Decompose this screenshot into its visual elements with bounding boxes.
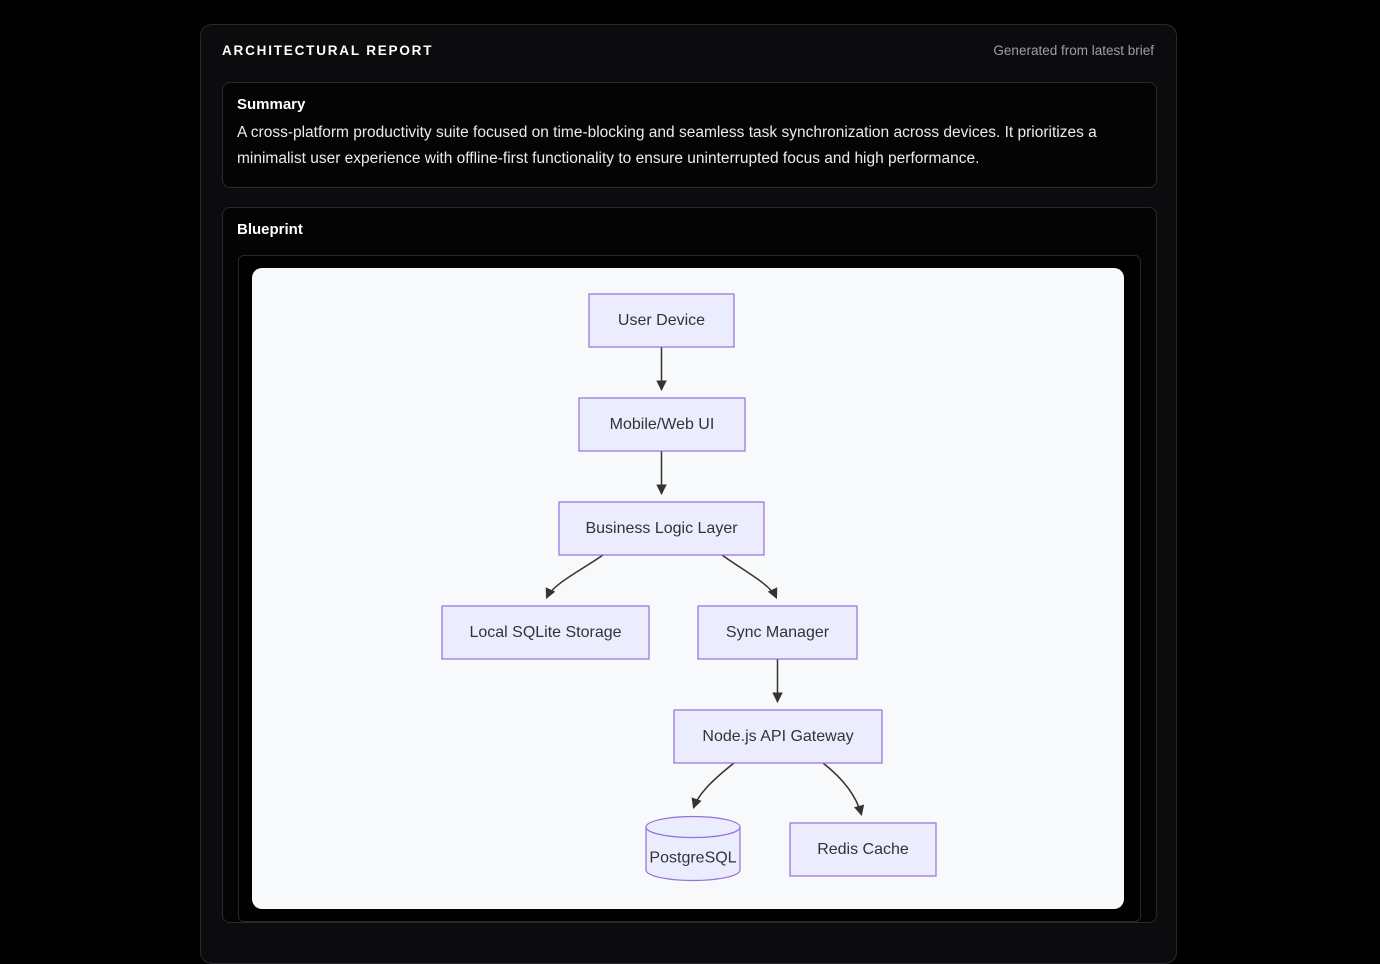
diagram-canvas: User Device Mobile/Web UI Business Logic… <box>252 268 1124 909</box>
node-postgresql-cylinder-top <box>645 815 741 839</box>
node-sync-manager-label: Sync Manager <box>726 624 830 641</box>
node-sync-manager-box <box>697 605 858 660</box>
summary-body: A cross-platform productivity suite focu… <box>237 124 1097 167</box>
node-redis-label: Redis Cache <box>817 841 909 858</box>
node-api-gateway-label: Node.js API Gateway <box>702 728 853 745</box>
node-api-gateway-box <box>673 709 883 764</box>
node-mobile-web-ui-label: Mobile/Web UI <box>610 416 715 433</box>
edge-api-gateway-to-postgresql <box>691 762 735 809</box>
diagram-frame: User Device Mobile/Web UI Business Logic… <box>238 255 1141 922</box>
node-sqlite-box <box>441 605 650 660</box>
node-user-device: User Device <box>588 293 735 348</box>
node-mobile-web-ui-box <box>578 397 746 452</box>
node-redis-cache: Redis Cache <box>789 822 937 877</box>
edge-api-gateway-to-redis <box>822 762 865 817</box>
edge-business-logic-to-sqlite <box>545 554 604 599</box>
node-business-logic-label: Business Logic Layer <box>585 520 738 537</box>
blueprint-heading: Blueprint <box>237 221 303 238</box>
report-header: ARCHITECTURAL REPORT Generated from late… <box>201 25 1176 58</box>
node-nodejs-api-gateway: Node.js API Gateway <box>673 709 883 764</box>
node-local-sqlite-storage: Local SQLite Storage <box>441 605 650 660</box>
generated-note: Generated from latest brief <box>993 43 1154 58</box>
page-background: { "header": { "title": "ARCHITECTURAL RE… <box>200 24 1177 964</box>
node-user-device-box <box>588 293 735 348</box>
blueprint-section: Blueprint <box>222 207 1157 923</box>
node-user-device-label: User Device <box>618 312 705 329</box>
node-sync-manager: Sync Manager <box>697 605 858 660</box>
node-postgresql: PostgreSQL <box>645 815 741 882</box>
node-redis-box <box>789 822 937 877</box>
node-business-logic-box <box>558 501 765 556</box>
edge-business-logic-to-sync-manager <box>721 554 778 599</box>
summary-section: Summary A cross-platform productivity su… <box>222 82 1157 188</box>
node-mobile-web-ui: Mobile/Web UI <box>578 397 746 452</box>
architecture-flowchart: User Device Mobile/Web UI Business Logic… <box>441 293 937 882</box>
page-title: ARCHITECTURAL REPORT <box>222 43 434 58</box>
node-business-logic-layer: Business Logic Layer <box>558 501 765 556</box>
edge-group <box>545 347 865 817</box>
report-card: ARCHITECTURAL REPORT Generated from late… <box>200 24 1177 964</box>
summary-heading: Summary <box>237 96 306 113</box>
node-postgresql-label: PostgreSQL <box>649 850 736 867</box>
node-sqlite-label: Local SQLite Storage <box>469 624 621 641</box>
